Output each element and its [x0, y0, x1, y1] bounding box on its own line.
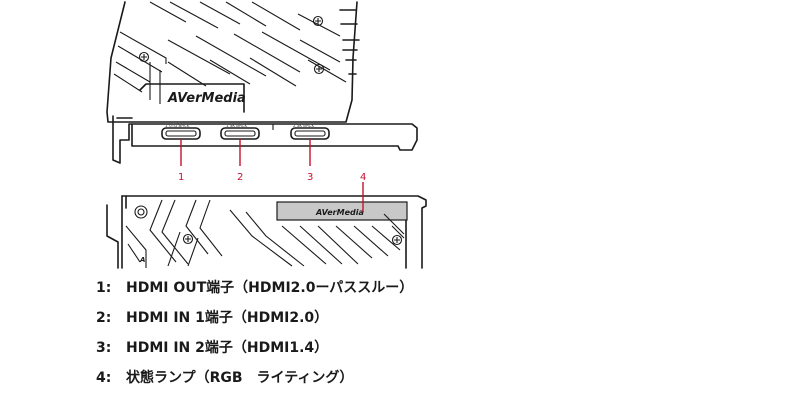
- legend-text: 状態ランプ（RGB ライティング）: [126, 370, 354, 386]
- callout-3: 3: [307, 172, 313, 183]
- callout-4: 4: [360, 172, 366, 183]
- hdmi-port-3: [290, 127, 330, 140]
- legend-item: 3: HDMI IN 2端子（HDMI1.4）: [96, 339, 413, 369]
- legend-text: HDMI OUT端子（HDMI2.0ーパススルー）: [126, 280, 414, 296]
- card-bottom-view: AVerMedia A: [106, 195, 427, 269]
- legend-item: 1: HDMI OUT端子（HDMI2.0ーパススルー）: [96, 279, 413, 309]
- legend-item: 2: HDMI IN 1端子（HDMI2.0）: [96, 309, 413, 339]
- legend-number: 4:: [96, 370, 112, 386]
- legend-text: HDMI IN 2端子（HDMI1.4）: [126, 340, 329, 356]
- legend-text: HDMI IN 1端子（HDMI2.0）: [126, 310, 329, 326]
- port-label-2: 1 SK BACK: [226, 123, 247, 128]
- hdmi-port-1: [161, 127, 201, 140]
- capture-card-diagram: AVerMedia 1 UTD BACK 1 SK BACK 2 SK BACK: [106, 1, 427, 269]
- legend-item: 4: 状態ランプ（RGB ライティング）: [96, 369, 413, 399]
- legend-number: 2:: [96, 310, 112, 326]
- svg-text:A: A: [139, 256, 145, 264]
- port-label-3: 2 SK BACK: [293, 123, 314, 128]
- led-strip-logo: AVerMedia: [315, 208, 364, 217]
- brand-logo: AVerMedia: [167, 91, 246, 106]
- card-top-view: AVerMedia 1 UTD BACK 1 SK BACK 2 SK BACK: [106, 1, 418, 164]
- hdmi-port-2: [220, 127, 260, 140]
- callout-2: 2: [237, 172, 243, 183]
- port-label-1: 1 UTD BACK: [165, 123, 190, 128]
- legend: 1: HDMI OUT端子（HDMI2.0ーパススルー） 2: HDMI IN 1端…: [96, 279, 413, 399]
- status-led-strip: [276, 201, 408, 221]
- callout-1: 1: [178, 172, 184, 183]
- callouts: 1 2 3 4: [178, 139, 366, 212]
- legend-number: 1:: [96, 280, 112, 296]
- legend-number: 3:: [96, 340, 112, 356]
